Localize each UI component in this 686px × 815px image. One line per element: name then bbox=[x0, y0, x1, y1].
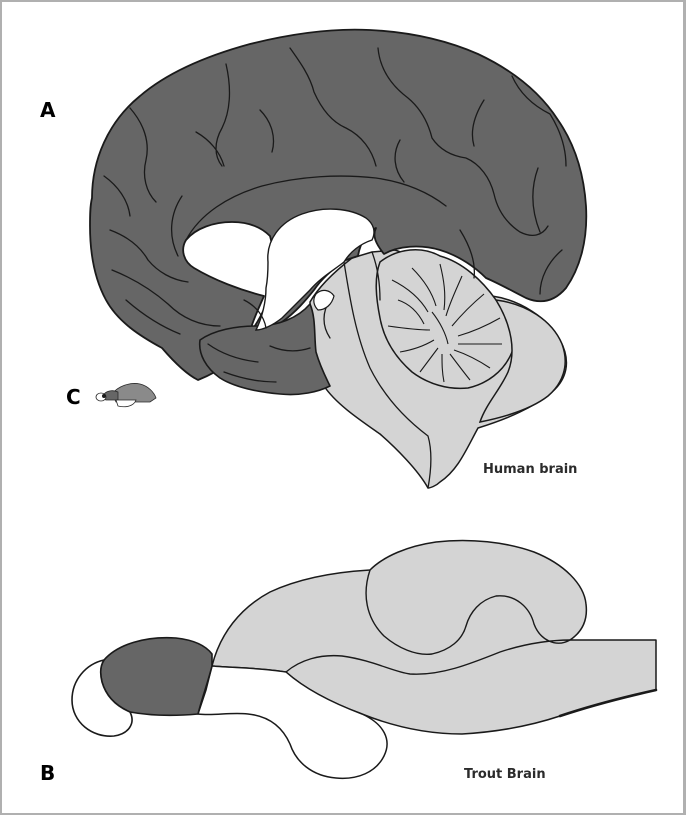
human-brain-diagram bbox=[90, 30, 586, 488]
panel-label-c: C bbox=[66, 387, 81, 407]
scaled-trout-brain-diagram bbox=[96, 383, 156, 406]
small-eye-dot bbox=[102, 394, 106, 398]
panel-label-a: A bbox=[40, 100, 55, 120]
trout-brain-diagram bbox=[72, 540, 656, 778]
trout-brain-caption: Trout Brain bbox=[464, 768, 546, 781]
human-brain-caption: Human brain bbox=[483, 463, 577, 476]
panel-label-b: B bbox=[40, 763, 55, 783]
small-white-region bbox=[116, 400, 136, 407]
small-brainstem bbox=[112, 383, 156, 402]
trout-telencephalon bbox=[101, 638, 212, 716]
